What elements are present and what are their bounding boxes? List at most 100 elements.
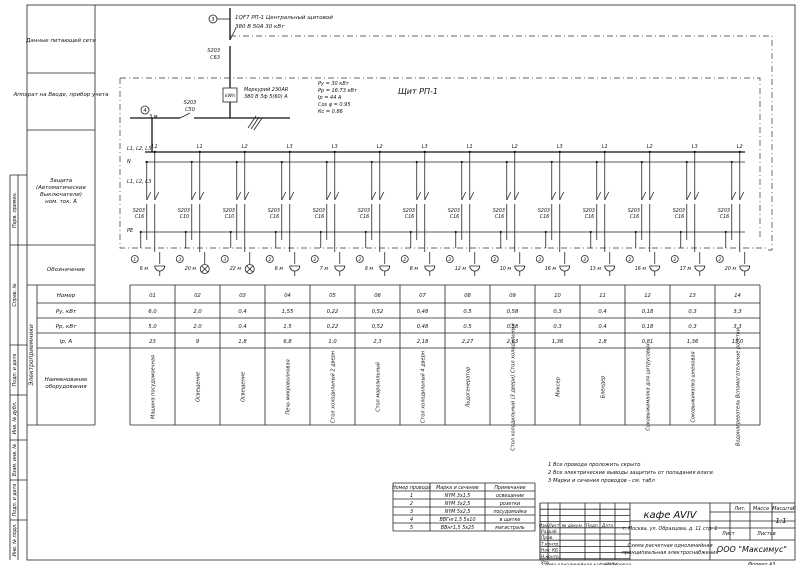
table-pu: 0,22 bbox=[327, 309, 339, 315]
label-line: Наименование bbox=[45, 377, 88, 383]
table-number: 02 bbox=[194, 293, 201, 299]
phase-label: L2 bbox=[512, 144, 518, 150]
stamp-scale-h: Масштаб bbox=[772, 506, 796, 512]
cable-length: 8 м bbox=[410, 266, 419, 272]
label-designation: Обозначение bbox=[47, 267, 86, 273]
table-pr: 0,3 bbox=[553, 324, 561, 330]
breaker-type: S203 bbox=[493, 208, 505, 214]
stamp-sheets: Листов bbox=[756, 531, 776, 537]
cable-number: 2 bbox=[493, 257, 496, 263]
stamp-company: ООО "Максимус" bbox=[717, 545, 787, 554]
socket-icon bbox=[154, 265, 166, 272]
stamp-role: Н.контр. bbox=[541, 554, 560, 560]
note-line: 3 Марки и сечения проводов - см. табл bbox=[548, 478, 655, 484]
label-pr: Рр, кВт bbox=[56, 324, 77, 330]
stamp-title: кафе AVIV bbox=[643, 510, 697, 521]
stamp-mass: Масса bbox=[753, 506, 769, 512]
table-pr: 0,48 bbox=[417, 324, 429, 330]
feeder-switch-bot: C63 bbox=[210, 55, 220, 61]
breaker-type: S203 bbox=[133, 208, 145, 214]
table-ip: 1,0 bbox=[328, 339, 337, 345]
consumer-table bbox=[95, 284, 761, 426]
cable-table-header: Номер провода bbox=[392, 485, 431, 491]
consumer-name: Миксер bbox=[556, 377, 562, 397]
table-pr: 3,3 bbox=[733, 324, 741, 330]
stamp-role: Нач. КБ bbox=[541, 548, 558, 554]
table-number: 10 bbox=[554, 293, 561, 299]
cable-length: 16 м bbox=[635, 266, 647, 272]
stamp-sheet: Лист bbox=[721, 531, 736, 537]
phase-label: L1 bbox=[467, 144, 473, 150]
cable-table-cell: 3 bbox=[410, 509, 413, 515]
table-pr: 0,3 bbox=[688, 324, 696, 330]
cable-number: 3 bbox=[223, 257, 226, 263]
note-line: 1 Все провода проложить скрыто bbox=[548, 462, 640, 468]
stamp-lit: Лит. bbox=[733, 506, 746, 512]
consumer-name: Стол холодильный (3 двери) Стол холодиль… bbox=[511, 323, 517, 451]
label-line: Защита bbox=[50, 178, 73, 184]
panel-title: Щит РП-1 bbox=[398, 87, 438, 96]
phase-label: L2 bbox=[242, 144, 248, 150]
breaker-rating: C10 bbox=[225, 214, 234, 220]
cable-table-cell: 4 bbox=[410, 517, 413, 523]
socket-icon bbox=[334, 265, 346, 272]
feeder-cable-num: 3 bbox=[211, 17, 214, 23]
consumer-name: Стол морозильный bbox=[376, 361, 382, 412]
cable-table-cell: магистраль bbox=[495, 526, 525, 531]
socket-icon bbox=[469, 265, 481, 272]
table-pu: 0,4 bbox=[238, 309, 246, 315]
calc-line: Кс = 0.86 bbox=[318, 109, 343, 115]
table-ip: 9 bbox=[196, 339, 199, 345]
table-pu: 1,55 bbox=[282, 309, 294, 315]
bus-label-main: L1, L2, L3 bbox=[127, 146, 151, 152]
input-breaker bbox=[179, 112, 191, 119]
cable-table-cell: 1 bbox=[410, 493, 413, 499]
stamp-role: Разраб. bbox=[541, 529, 558, 535]
margin-label: Подп. и дата bbox=[12, 484, 18, 517]
margin-label: Справ. № bbox=[12, 283, 18, 306]
cable-table-header: Примечание bbox=[494, 485, 525, 491]
table-ip: 2,18 bbox=[417, 339, 429, 345]
table-pr: 0,22 bbox=[327, 324, 339, 330]
cable-length: 16 м bbox=[545, 266, 557, 272]
table-pr: 1,5 bbox=[283, 324, 292, 330]
cable-length: 10 м bbox=[500, 266, 512, 272]
breaker-rating: C16 bbox=[495, 214, 504, 220]
cable-number: 2 bbox=[403, 257, 406, 263]
table-ip: 1,36 bbox=[687, 339, 699, 345]
table-pu: 0,3 bbox=[688, 309, 696, 315]
table-pu: 0,5 bbox=[463, 309, 472, 315]
cable-length: 6 м bbox=[140, 266, 149, 272]
consumer-name: Освещение bbox=[241, 372, 247, 402]
table-pu: 0,52 bbox=[372, 309, 384, 315]
consumer-name: Машина посудомоечная bbox=[151, 355, 157, 419]
bus-label-alt: L1, L2, L3 bbox=[127, 179, 151, 185]
cable-number: 2 bbox=[718, 257, 721, 263]
consumer-name: Стол холодильный 4 дверн bbox=[421, 350, 427, 423]
table-pu: 6,0 bbox=[148, 309, 157, 315]
table-pr: 0,4 bbox=[238, 324, 246, 330]
breaker-type: S203 bbox=[268, 208, 280, 214]
cable-table-cell: 5 bbox=[410, 525, 413, 531]
margin-label: Инв. № дубл. bbox=[12, 402, 18, 435]
socket-icon bbox=[379, 265, 391, 272]
consumer-name: Блендер bbox=[601, 376, 607, 399]
cable-number: 2 bbox=[538, 257, 541, 263]
stamp-desc2: принципиальная электроснабжения bbox=[622, 550, 719, 556]
panel-boundary-left bbox=[119, 78, 768, 249]
table-pr: 2,0 bbox=[193, 324, 202, 330]
meter-line1: Меркурий 230АR bbox=[244, 87, 288, 93]
breaker-type: S203 bbox=[583, 208, 595, 214]
table-pu: 2,0 bbox=[193, 309, 202, 315]
input-cable-num: 4 bbox=[143, 108, 146, 114]
breaker-type: S203 bbox=[223, 208, 235, 214]
panel-boundary-top bbox=[120, 77, 761, 240]
